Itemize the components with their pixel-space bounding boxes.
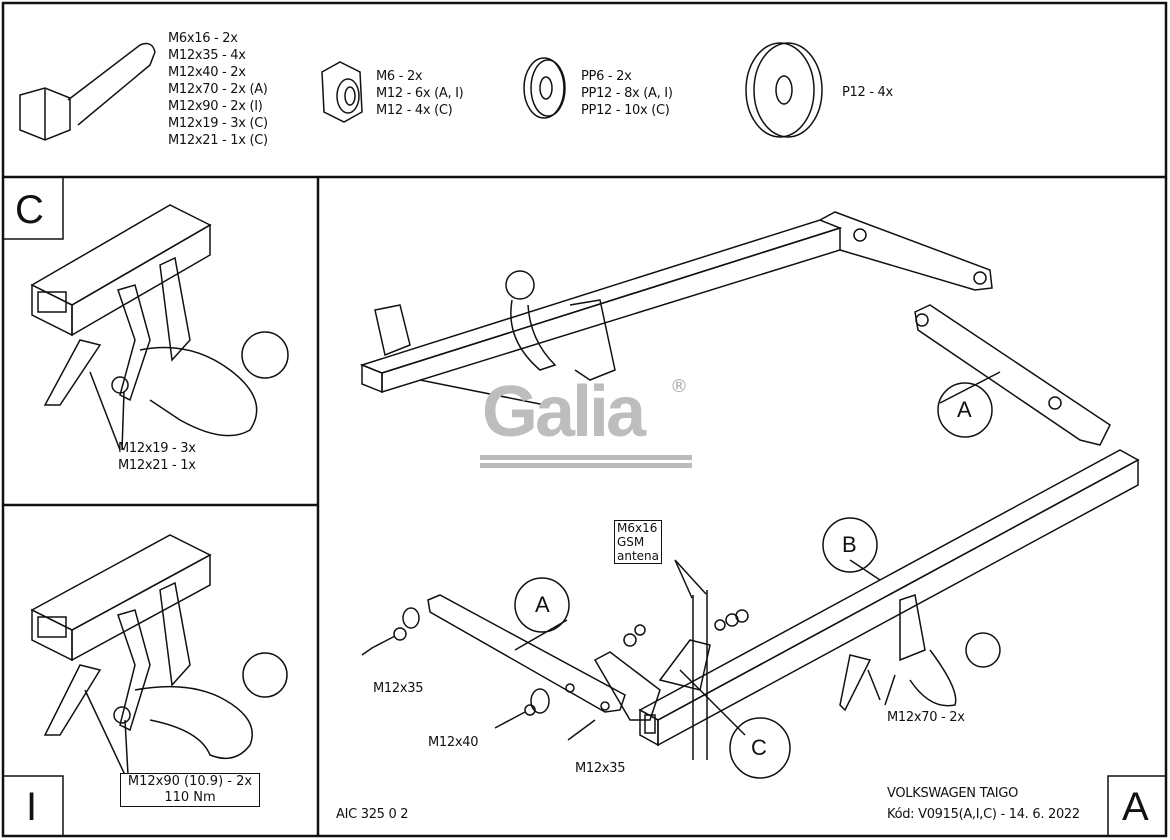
antenna-note: M6x16 GSM antena bbox=[614, 520, 663, 564]
washer-large-list: P12 - 4x bbox=[842, 84, 893, 101]
bolt-list: M6x16 - 2x M12x35 - 4x M12x40 - 2x M12x7… bbox=[168, 30, 268, 149]
logo-underline bbox=[480, 463, 692, 468]
panel-label-i: I bbox=[26, 785, 38, 829]
washer-large-icon bbox=[745, 42, 823, 138]
nut-icon bbox=[321, 61, 363, 123]
part-label: M6x16 - 2x bbox=[168, 31, 238, 46]
note: antena bbox=[617, 549, 660, 563]
part-label: M12x90 - 2x (I) bbox=[168, 99, 263, 114]
label-box-a bbox=[1107, 775, 1167, 837]
leader-line bbox=[89, 371, 121, 451]
registered-mark: ® bbox=[670, 376, 688, 397]
product-code: AIC 325 0 2 bbox=[336, 807, 409, 822]
note: M12x21 - 1x bbox=[118, 458, 196, 473]
washer-small-icon bbox=[523, 57, 566, 119]
part-label: PP12 - 8x (A, I) bbox=[581, 86, 673, 101]
callout-circle bbox=[729, 717, 791, 779]
callout-b: B bbox=[842, 532, 857, 557]
part-label: PP12 - 10x (C) bbox=[581, 103, 670, 118]
note: M12x19 - 3x bbox=[118, 441, 196, 456]
variant-label: A bbox=[1122, 785, 1149, 829]
part-label: M12x35 - 4x bbox=[168, 48, 246, 63]
hitch-detail-c bbox=[30, 204, 289, 437]
leader-line bbox=[121, 391, 125, 451]
note: M6x16 bbox=[617, 521, 658, 535]
callout-circle bbox=[514, 577, 570, 633]
part-label: M12 - 6x (A, I) bbox=[376, 86, 464, 101]
callout-a-upper: A bbox=[957, 397, 972, 422]
towbar-assembly bbox=[359, 211, 1140, 760]
part-label: M12x19 - 3x (C) bbox=[168, 116, 268, 131]
panel-label-c: C bbox=[15, 188, 44, 232]
panel-c-notes: M12x19 - 3x M12x21 - 1x bbox=[118, 440, 196, 474]
note: M12x90 (10.9) - 2x bbox=[127, 774, 253, 789]
bolt-label: M12x35 bbox=[575, 761, 626, 776]
label-box-i bbox=[2, 775, 64, 837]
leader-line bbox=[84, 689, 126, 776]
panel-i-notes: M12x90 (10.9) - 2x 110 Nm bbox=[120, 773, 260, 807]
note: 110 Nm bbox=[164, 790, 216, 805]
note: GSM bbox=[617, 535, 645, 549]
part-label: M12x21 - 1x (C) bbox=[168, 133, 268, 148]
part-label: M6 - 2x bbox=[376, 69, 423, 84]
callout-circle bbox=[822, 517, 878, 573]
callout-c: C bbox=[751, 735, 767, 760]
logo-underline bbox=[480, 455, 692, 460]
callout-circle bbox=[937, 382, 993, 438]
callout-a-lower: A bbox=[535, 592, 550, 617]
leader-line bbox=[124, 719, 129, 776]
bolt-label: M12x40 bbox=[428, 735, 479, 750]
kod-line: Kód: V0915(A,I,C) - 14. 6. 2022 bbox=[887, 807, 1080, 822]
bolt-icon bbox=[19, 42, 156, 141]
label-box-c bbox=[2, 176, 64, 240]
hitch-detail-i bbox=[30, 534, 288, 760]
nut-list: M6 - 2x M12 - 6x (A, I) M12 - 4x (C) bbox=[376, 68, 464, 119]
vehicle-name: VOLKSWAGEN TAIGO bbox=[887, 786, 1019, 801]
part-label: P12 - 4x bbox=[842, 85, 893, 100]
bolt-label: M12x70 - 2x bbox=[887, 710, 965, 725]
part-label: M12x40 - 2x bbox=[168, 65, 246, 80]
part-label: M12 - 4x (C) bbox=[376, 103, 453, 118]
part-label: M12x70 - 2x (A) bbox=[168, 82, 268, 97]
part-label: PP6 - 2x bbox=[581, 69, 632, 84]
bolt-label: M12x35 bbox=[373, 681, 424, 696]
galia-logo: Galia bbox=[482, 372, 646, 452]
washer-small-list: PP6 - 2x PP12 - 8x (A, I) PP12 - 10x (C) bbox=[581, 68, 673, 119]
